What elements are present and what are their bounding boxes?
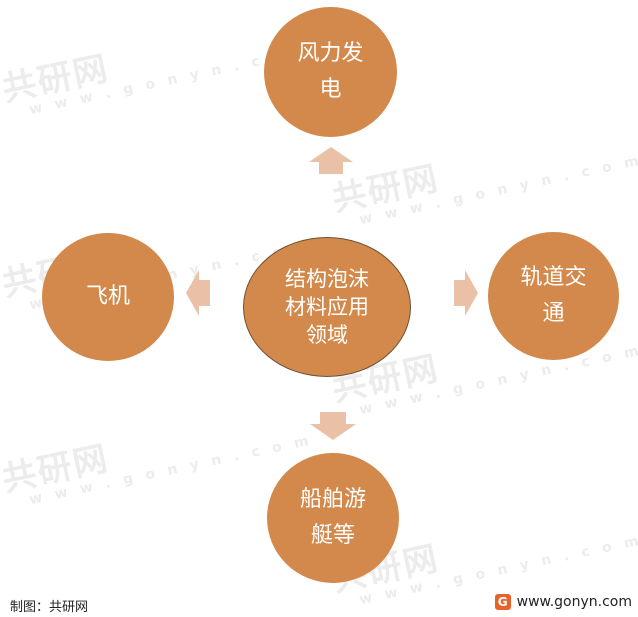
node-label-line: 飞机 — [85, 284, 130, 309]
center-label-line: 结构泡沫 — [285, 267, 369, 291]
node-ships-yachts: 船舶游 艇等 — [267, 453, 399, 583]
center-topic: 结构泡沫 材料应用 领域 — [243, 237, 411, 377]
arrow-up — [309, 147, 353, 174]
node-label-line: 风力发 — [297, 41, 364, 66]
node-label-line: 船舶游 — [299, 487, 366, 512]
node-label-line: 电 — [319, 77, 342, 102]
node-rail-transit: 轨道交 通 — [488, 232, 619, 360]
node-label-line: 轨道交 — [520, 265, 587, 290]
arrow-right — [454, 270, 478, 316]
node-label-line: 艇等 — [310, 523, 355, 548]
center-label-line: 材料应用 — [285, 295, 369, 319]
arrow-down — [310, 412, 356, 440]
arrow-left — [186, 270, 210, 316]
center-label-line: 领域 — [306, 323, 348, 347]
website-url: www.gonyn.com — [516, 594, 632, 610]
node-aircraft: 飞机 — [42, 233, 174, 361]
gonyn-logo-icon: G — [494, 594, 511, 610]
site-brand: G www.gonyn.com — [494, 594, 632, 610]
node-wind-power: 风力发 电 — [264, 7, 397, 137]
node-label-line: 通 — [542, 301, 565, 326]
source-credit: 制图：共研网 — [10, 600, 89, 615]
